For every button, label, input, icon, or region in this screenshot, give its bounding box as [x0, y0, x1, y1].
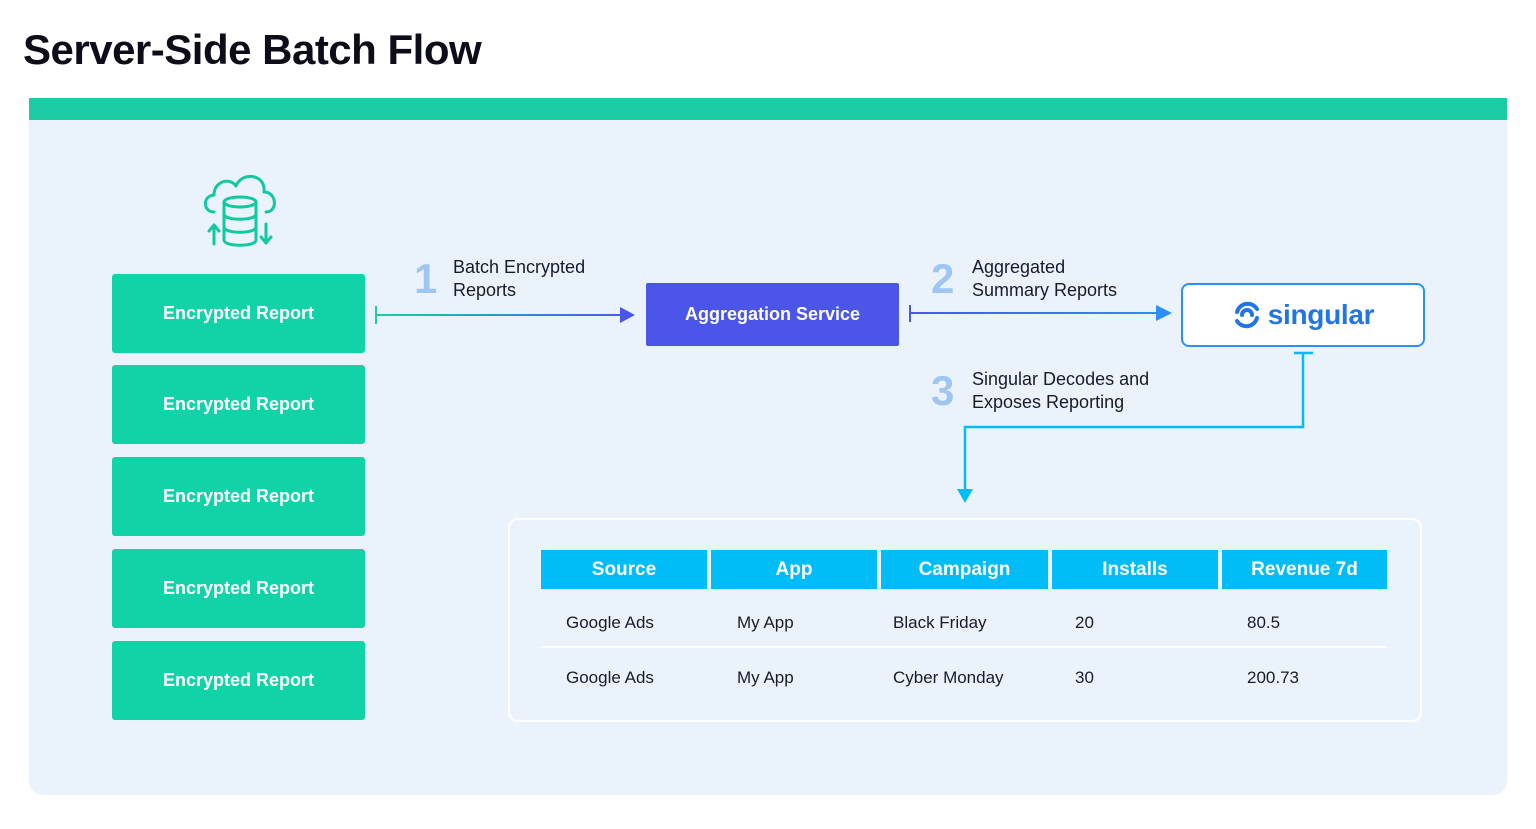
- table-cell-app: My App: [737, 668, 794, 687]
- table-header-revenue: Revenue 7d: [1222, 550, 1387, 589]
- table-cell-source: Google Ads: [566, 613, 654, 632]
- encrypted-report-box: Encrypted Report: [112, 365, 365, 444]
- table-cell-revenue: 200.73: [1247, 668, 1299, 687]
- encrypted-report-box: Encrypted Report: [112, 641, 365, 720]
- table-cell-campaign: Black Friday: [893, 613, 987, 632]
- step-3-label-line1: Singular Decodes and: [972, 369, 1150, 389]
- singular-logo-text: singular: [1267, 299, 1375, 330]
- table-header-source: Source: [541, 550, 707, 589]
- arrow-singular-to-table: [957, 351, 1313, 503]
- encrypted-report-box: Encrypted Report: [112, 457, 365, 536]
- step-3-label: Singular Decodes and Exposes Reporting: [972, 368, 1149, 414]
- encrypted-report-box: Encrypted Report: [112, 549, 365, 628]
- step-3-label-line2: Exposes Reporting: [972, 392, 1125, 412]
- page-title: Server-Side Batch Flow: [23, 26, 482, 73]
- cloud-database-sync-icon: [203, 175, 276, 247]
- step-1-label: Batch Encrypted Reports: [453, 256, 585, 302]
- singular-swirl-icon: [1234, 301, 1259, 329]
- step-1-label-line1: Batch Encrypted: [453, 257, 586, 277]
- table-cell-source: Google Ads: [566, 668, 654, 687]
- arrow-aggregation-to-singular: [909, 305, 1172, 322]
- table-row-divider: [541, 646, 1387, 648]
- encrypted-report-box: Encrypted Report: [112, 274, 365, 353]
- step-2-label-line1: Aggregated: [972, 257, 1066, 277]
- step-1-number: 1: [414, 255, 438, 302]
- table-header-app: App: [711, 550, 877, 589]
- table-cell-campaign: Cyber Monday: [893, 668, 1004, 687]
- singular-box: singular: [1181, 283, 1425, 347]
- arrow-reports-to-aggregation: [375, 306, 635, 324]
- step-2-number: 2: [931, 255, 955, 302]
- step-2-label-line2: Summary Reports: [972, 280, 1118, 300]
- table-cell-app: My App: [737, 613, 794, 632]
- table-cell-installs: 30: [1075, 668, 1094, 687]
- step-3-number: 3: [931, 367, 955, 414]
- aggregation-service-box: Aggregation Service: [646, 283, 899, 346]
- panel-accent-bar: [29, 98, 1507, 120]
- report-table-card: [508, 518, 1422, 722]
- table-cell-revenue: 80.5: [1247, 613, 1281, 632]
- table-header-campaign: Campaign: [881, 550, 1048, 589]
- step-2-label: Aggregated Summary Reports: [972, 256, 1117, 302]
- table-header-installs: Installs: [1052, 550, 1218, 589]
- table-cell-installs: 20: [1075, 613, 1094, 632]
- step-1-label-line2: Reports: [453, 280, 517, 300]
